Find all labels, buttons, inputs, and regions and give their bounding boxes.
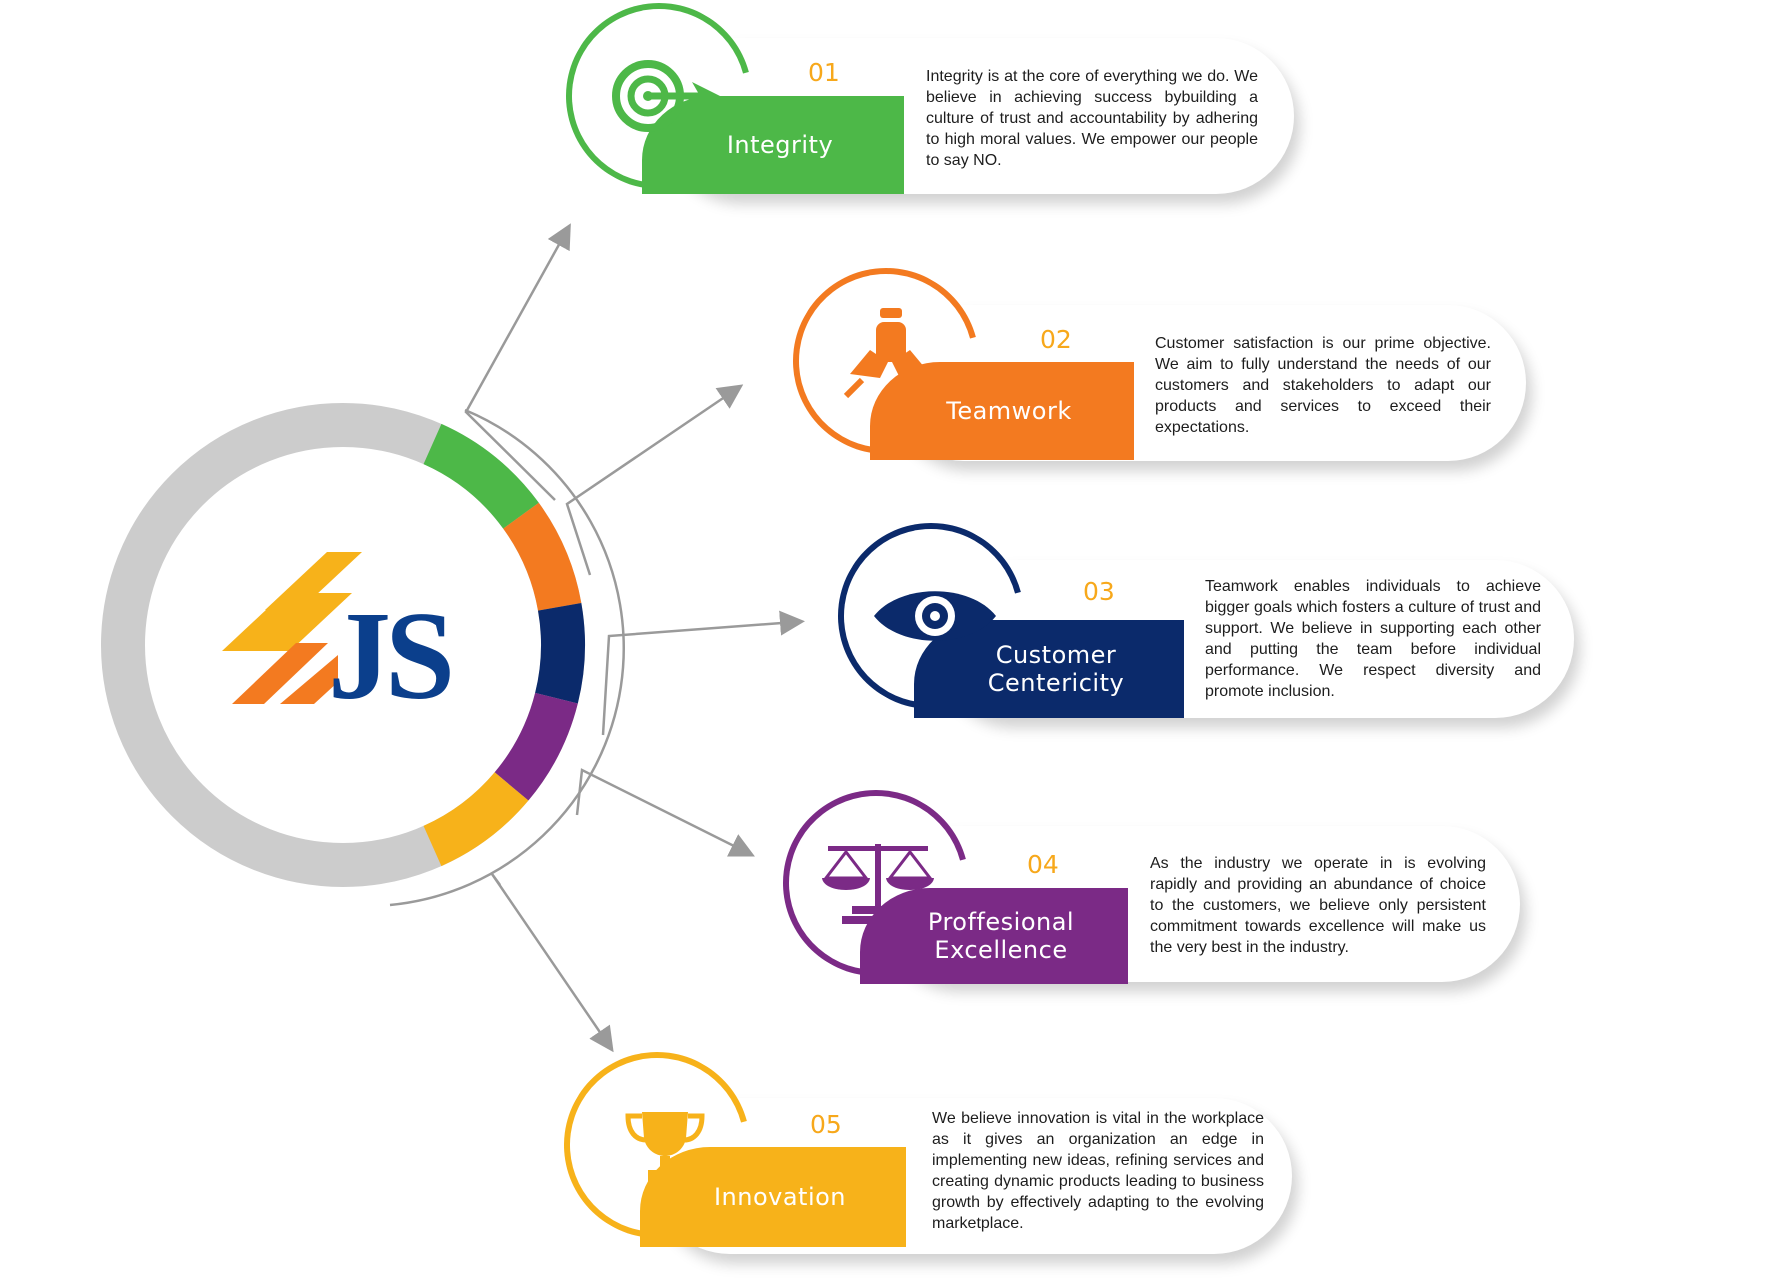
hub-segment-3 (535, 602, 585, 704)
arrow-02 (565, 384, 744, 576)
card-description: Customer satisfaction is our prime objec… (1155, 335, 1491, 436)
card-number: 01 (808, 58, 840, 87)
hub-segment-2 (502, 502, 582, 612)
scales-icon (822, 844, 934, 924)
card-number: 02 (1040, 325, 1072, 354)
eye-icon (874, 591, 996, 641)
card-description: As the industry we operate in is evolvin… (1150, 855, 1486, 956)
card-title-tab: Teamwork (870, 362, 1134, 460)
card-number: 03 (1083, 577, 1115, 606)
hub-segment-1 (423, 423, 539, 529)
hub-segment-4 (494, 692, 578, 801)
card-number: 05 (810, 1110, 842, 1139)
card-description: We believe innovation is vital in the wo… (932, 1110, 1264, 1232)
arrow-05 (490, 873, 614, 1053)
arrow-04 (575, 768, 755, 857)
hub-segment-5 (423, 771, 529, 867)
trophy-icon (625, 1112, 705, 1182)
js-logo-text: JS (328, 587, 450, 726)
card-title-tab: Integrity (642, 96, 904, 194)
card-title-tab: Innovation (640, 1147, 906, 1247)
card-number: 04 (1027, 850, 1059, 879)
card-description: Teamwork enables individuals to achieve … (1205, 578, 1541, 700)
card-title-tab: Proffesional Excellence (860, 888, 1128, 984)
hub-inner-disc (146, 448, 540, 842)
hub-color-segments (423, 423, 585, 867)
js-logo-stripes-icon (222, 552, 362, 704)
connector-arrows (464, 223, 805, 1053)
target-arrow-icon (612, 60, 720, 132)
hub-thin-arc (389, 408, 625, 907)
hands-together-icon (843, 308, 937, 399)
arrow-01 (464, 223, 571, 501)
card-description: Integrity is at the core of everything w… (926, 68, 1258, 169)
arrow-03 (601, 610, 805, 736)
